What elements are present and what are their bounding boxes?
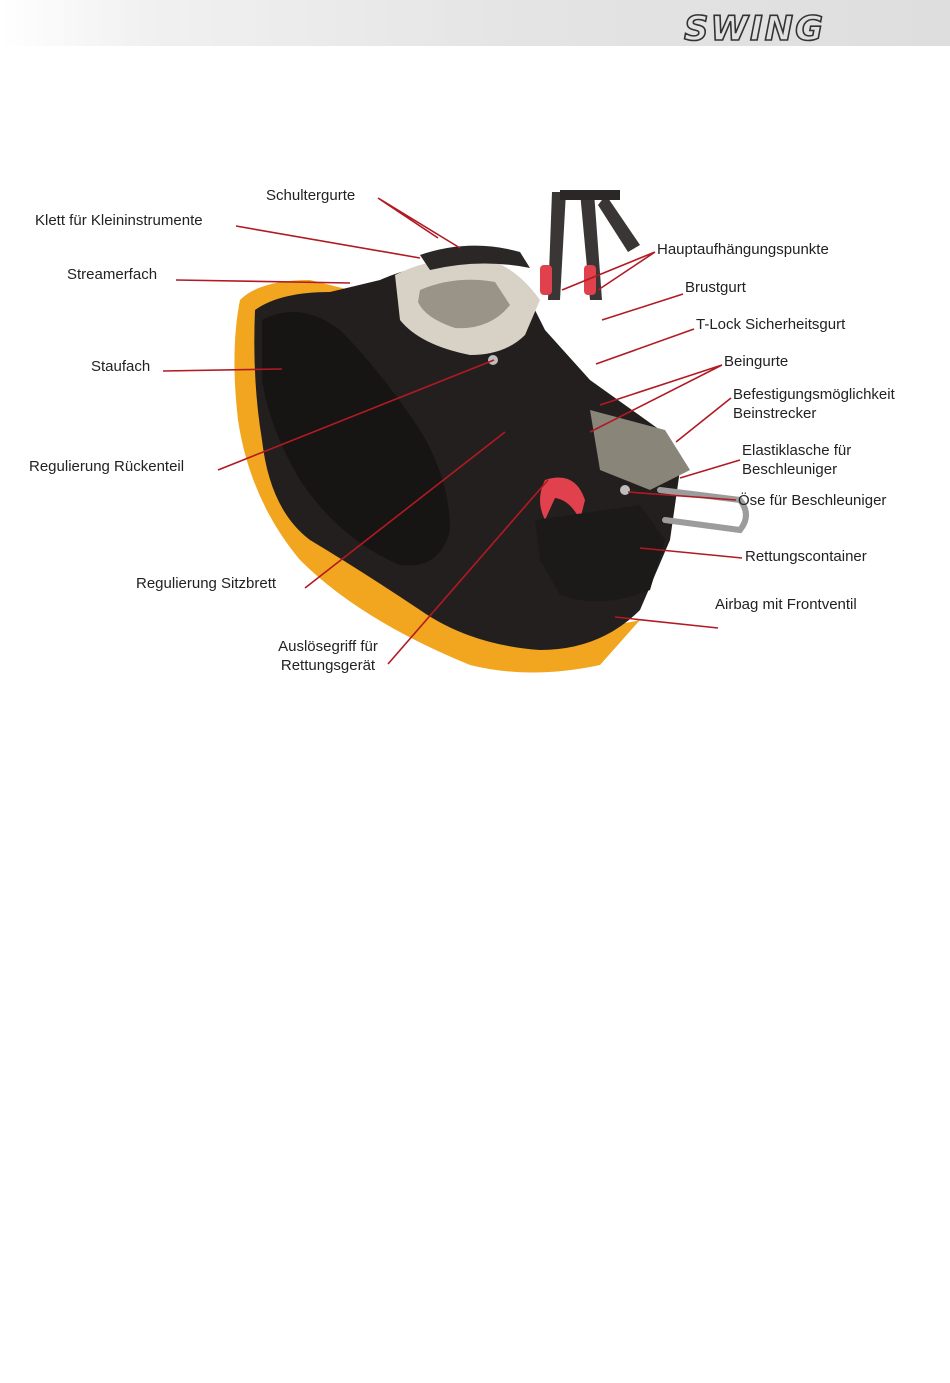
label-befestigung: Befestigungsmöglichkeit Beinstrecker [733,386,895,422]
leader-schultergurte [377,197,461,249]
leader-hauptaufhaengung [561,251,656,291]
leader-beingurte [589,364,723,433]
leader-airbag [614,616,719,629]
label-regulierung-sitzbrett: Regulierung Sitzbrett [136,575,277,592]
label-tlock: T-Lock Sicherheitsgurt [696,316,846,333]
label-ausloesegriff: Auslösegriff für Rettungsgerät [278,638,378,674]
label-elastiklasche: Elastiklasche für Beschleuniger [742,442,852,478]
harness-diagram [162,190,749,673]
label-hauptaufhaengungspunkte: Hauptaufhängungspunkte [657,241,829,258]
leader-tlock [595,328,695,365]
leader-elastiklasche [679,459,741,479]
leader-ausloesegriff [387,479,549,665]
harness-body [234,245,749,673]
swing-logo: SWING [683,10,825,46]
label-staufach: Staufach [91,358,151,375]
label-klett: Klett für Kleininstrumente [35,212,203,229]
label-brustgurt: Brustgurt [685,279,746,296]
leader-staufach [162,368,283,372]
leader-befestigung [675,397,732,443]
label-regulierung-rueckenteil: Regulierung Rückenteil [29,458,185,475]
header-band [0,0,950,46]
leader-sitzbrett [304,431,506,589]
leader-oese [627,491,737,501]
label-schultergurte: Schultergurte [266,187,356,204]
label-beingurte: Beingurte [724,353,789,370]
leader-rueckenteil [217,359,495,471]
leader-klett [235,225,421,259]
swing-logo-text: SWING [684,10,825,46]
leader-rettungscontainer [639,547,743,559]
label-airbag: Airbag mit Frontventil [715,596,857,613]
leader-streamerfach [175,279,351,284]
leader-lines [162,197,743,665]
label-streamerfach: Streamerfach [67,266,158,283]
suspension-straps [548,190,640,300]
label-oese: Öse für Beschleuniger [738,492,887,509]
label-rettungscontainer: Rettungscontainer [745,548,867,565]
leader-brustgurt [601,293,684,321]
